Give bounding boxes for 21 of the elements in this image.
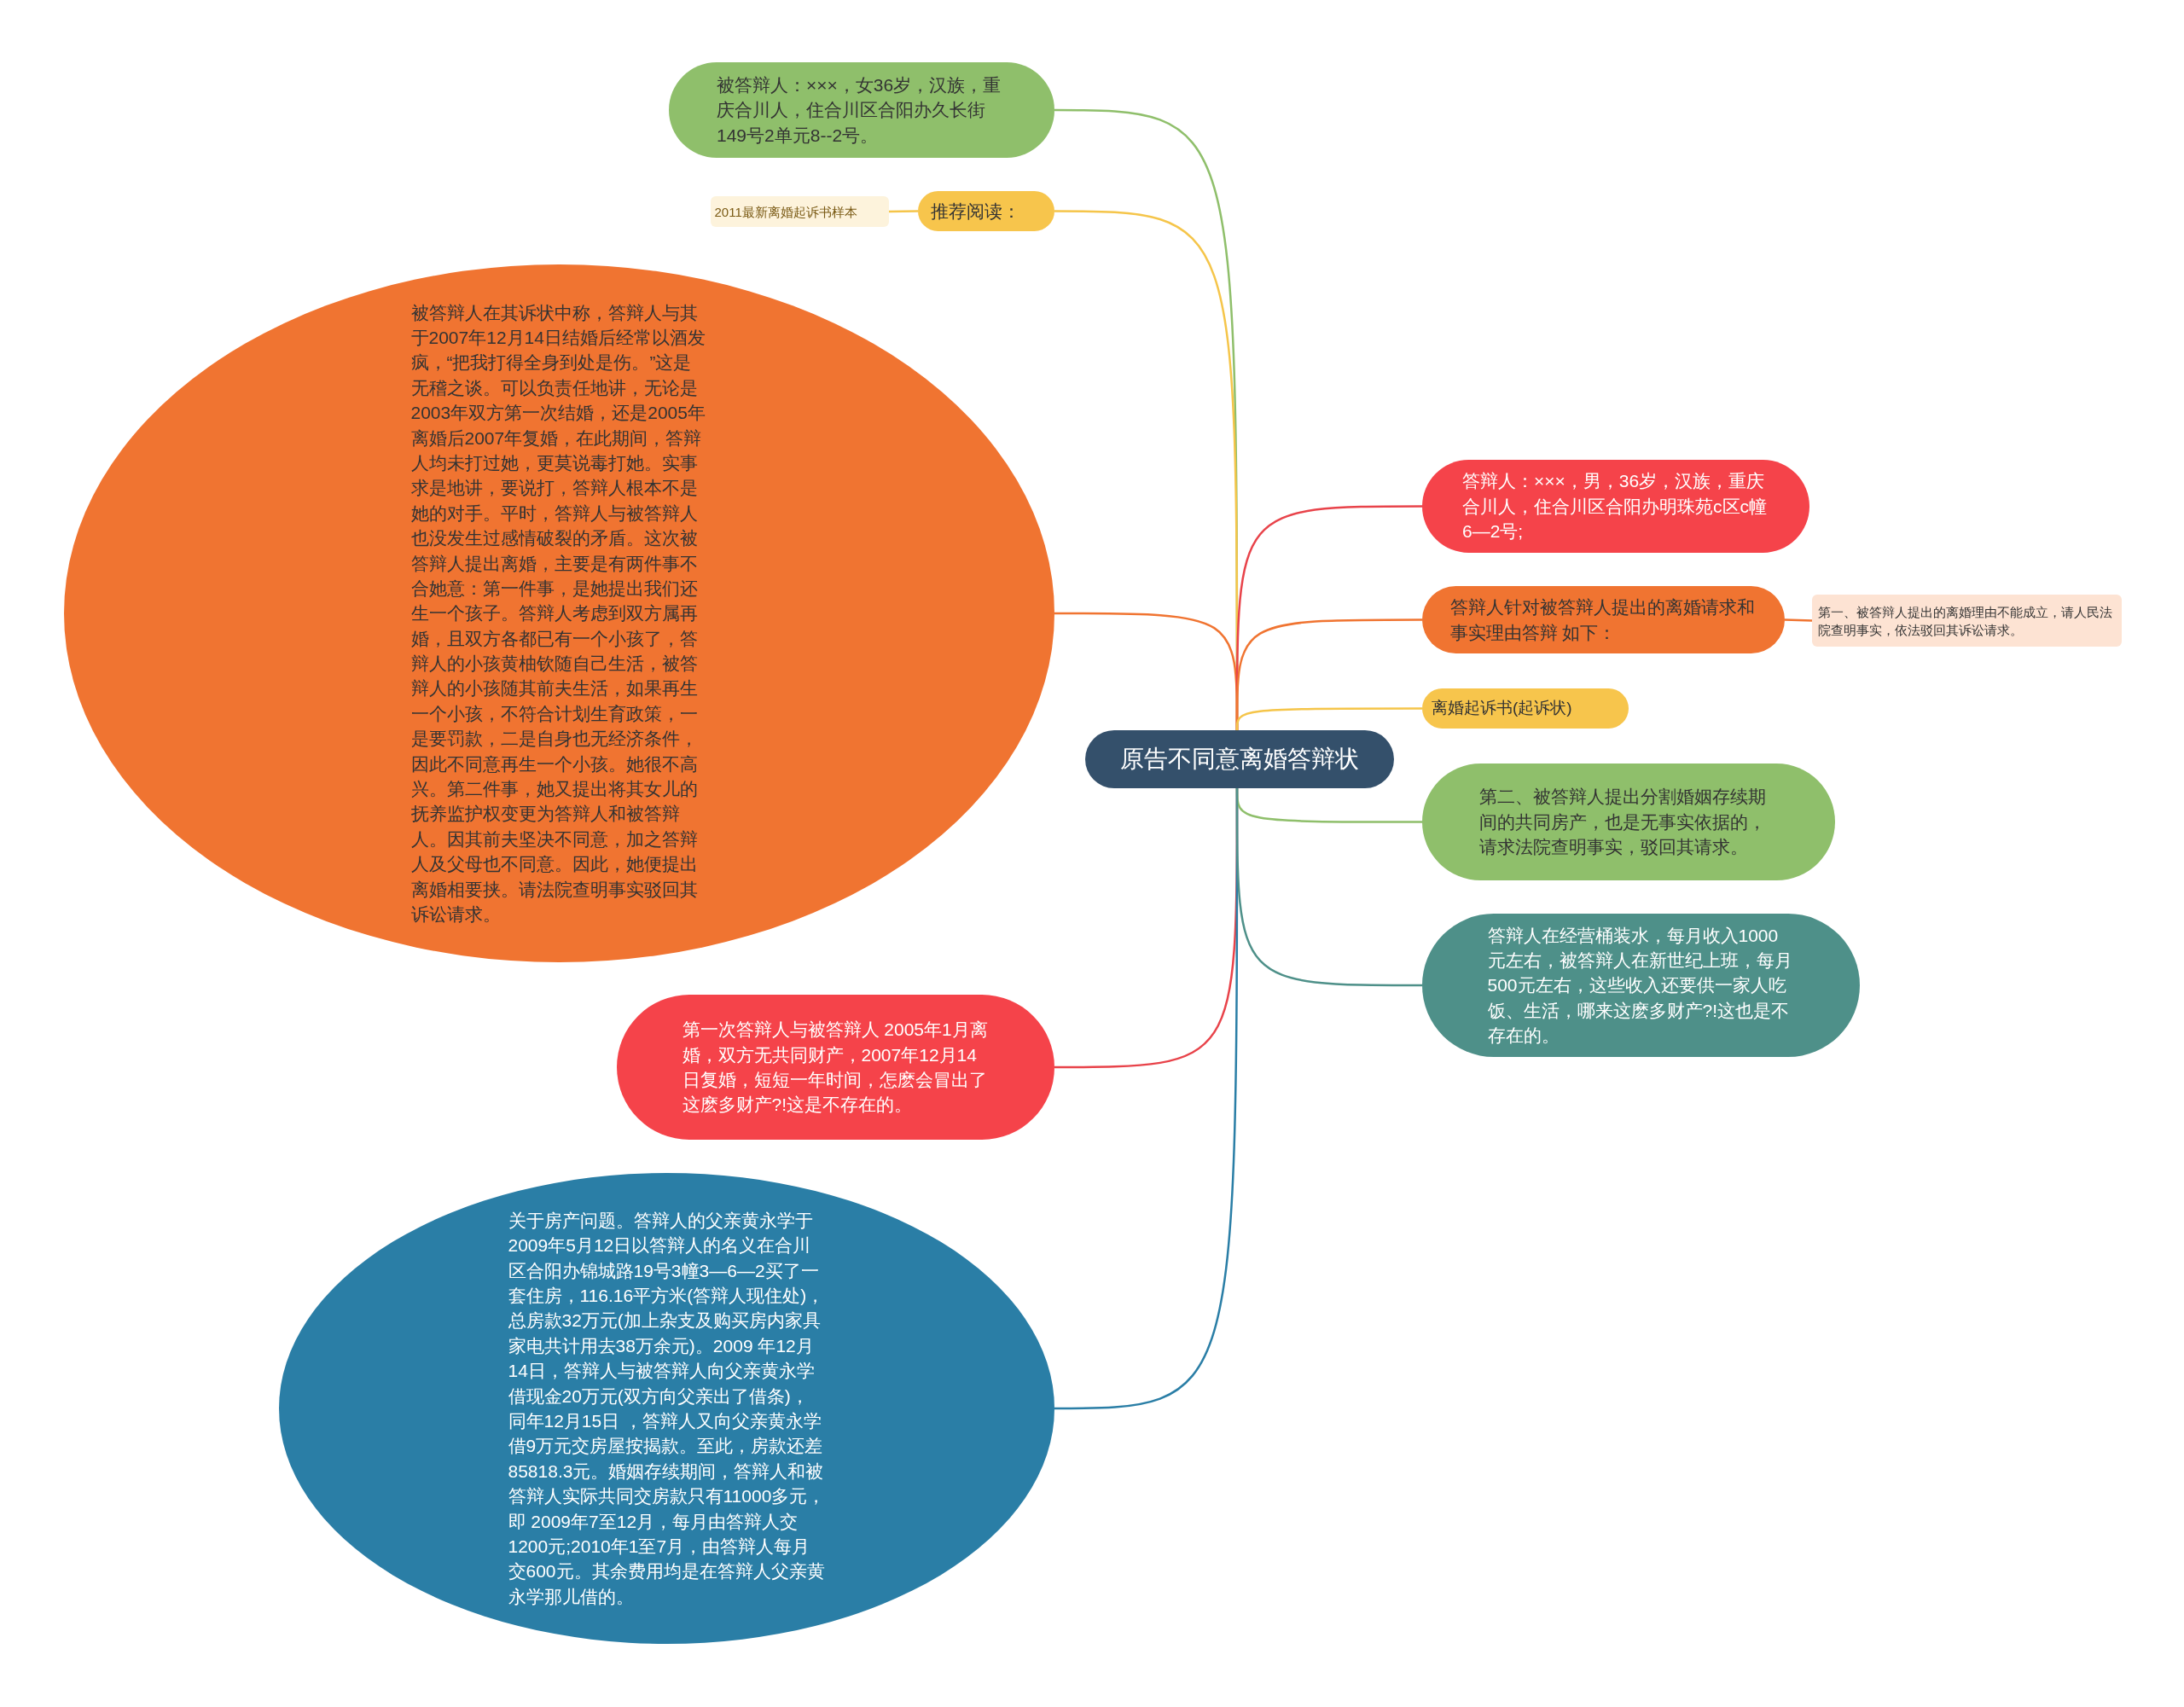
topic-text: 答辩人：×××，男，36岁，汉族，重庆合川人，住合川区合阳办明珠苑c区c幢6—2号; — [1462, 470, 1768, 543]
topic-bubble — [711, 196, 889, 227]
topic-text: 被答辩人：×××，女36岁，汉族，重庆合川人，住合川区合阳办久长街149号2单元8--2号。 — [717, 73, 1002, 147]
topic-text: 原告不同意离婚答辩状 — [1119, 745, 1360, 775]
connector-line — [889, 210, 918, 213]
topic-text: 离婚起诉书(起诉状) — [1432, 698, 1573, 719]
topic-bubble — [1422, 688, 1629, 729]
connector-line — [1235, 707, 1422, 731]
topic-bubble — [1812, 595, 2122, 647]
topic-text: 第一、被答辩人提出的离婚理由不能成立，请人民法院查明事实，依法驳回其诉讼请求。 — [1817, 603, 2113, 639]
topic-text: 答辩人在经营桶装水，每月收入1000元左右，被答辩人在新世纪上班，每月500元左右，这些收入还要供一家人吃饭、生活，哪来这麽多财产?!这也是不存在的。 — [1487, 924, 1793, 1048]
topic-text: 答辩人针对被答辩人提出的离婚请求和事实理由答辩 如下： — [1449, 596, 1756, 644]
topic-text: 关于房产问题。答辩人的父亲黄永学于2009年5月12日以答辩人的名义在合川区合阳办锦城路19号3幢3—6—2买了一套住房，116.16平方米(答辩人现住处)，总房款32万元(加上杂支及购买房内家具家电共计用去38万余元)。2009 年12月14日，答辩人与被答辩人向父亲黄永学借现金20万元(双方向父亲出了借条)，同年12月15日 ，答辩人又向父亲黄永学借9万元交房屋按揭款。至此，房款还差85818.3元。婚姻存续期间，答辩人和被答辩人实际共同交房款只有11000多元，即 2009年7至12月，每月由答辩人交1200元;2010年1至7月，由答辩人每月交600元。其余费用均是在答辩人父亲黄永学那儿借的。 — [508, 1209, 826, 1608]
connector-line — [1235, 788, 1422, 987]
topic-text: 被答辩人在其诉状中称，答辩人与其于2007年12月14日结婚后经常以酒发疯，“把我打得全身到处是伤。”这是无稽之谈。可以负责任地讲，无论是2003年双方第一次结婚，还是2005年离婚后2007年复婚，在此期间，答辩人均未打过她，更莫说毒打她。实事求是地讲，要说打，答辩人根本不是她的对手。平时，答辩人与被答辩人也没发生过感情破裂的矛盾。这次被答辩人提出离婚，主要是有两件事不合她意：第一件事，是她提出我们还生一个孩子。答辩人考虑到双方属再婚，且双方各都已有一个小孩了，答辩人的小孩黄柚钦随自己生活，被答辩人的小孩随其前夫生活，如果再生一个小孩，不符合计划生育政策，一是要罚款，二是自身也无经济条件，因此不同意再生一个小孩。她很不高兴。第二件事，她又提出将其女儿的抚养监护权变更为答辩人和被答辩人。因其前夫坚决不同意，加之答辩人及父母也不同意。因此，她便提出离婚相要挟。请法院查明事实驳回其诉讼请求。 — [410, 301, 706, 926]
topic-text: 2011最新离婚起诉书样本 — [714, 203, 858, 221]
topic-bubble — [918, 191, 1054, 231]
topic-text: 推荐阅读： — [931, 200, 1021, 223]
connector-line — [1784, 618, 1813, 622]
topic-text: 第一次答辩人与被答辩人 2005年1月离婚，双方无共同财产，2007年12月14日复婚，短短一年时间，怎麽会冒出了这麽多财产?!这是不存在的。 — [682, 1019, 989, 1117]
topic-text: 第二、被答辩人提出分割婚姻存续期间的共同房产，也是无事实依据的，请求法院查明事实，驳回其请求。 — [1479, 786, 1767, 859]
